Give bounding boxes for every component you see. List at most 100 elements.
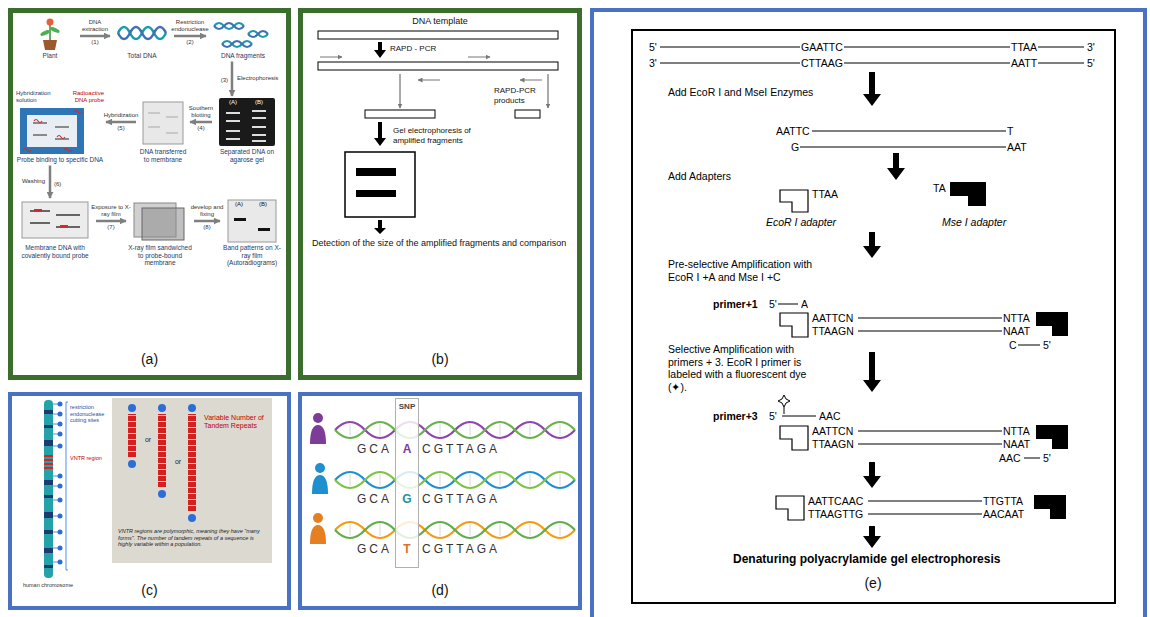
agarose-gel-part-part — [252, 134, 266, 136]
process-step: Total DNA — [112, 16, 172, 60]
vntr-illustration-part — [188, 414, 196, 512]
chromosome-part-part — [44, 512, 53, 518]
chromosome-part-part — [53, 486, 58, 487]
panel-letter: (d) — [302, 582, 578, 598]
sequence-text: AATTCN — [811, 425, 854, 438]
dna-helix-part — [335, 472, 575, 488]
dna-helix-part — [118, 27, 166, 39]
chromosome-part-part — [44, 410, 53, 414]
region-label: VNTR region — [70, 455, 110, 462]
hybridization-bag-part-part — [64, 149, 72, 152]
sequence-text: AAT — [1006, 141, 1028, 154]
panel-frame: (a)PlantTotal DNADNA fragments(A)(B)Sepa… — [8, 8, 291, 380]
probed-membrane-part-part — [56, 226, 80, 228]
lane-label: (B) — [252, 99, 266, 106]
or-text: or — [141, 436, 155, 444]
probed-membrane-part-part — [30, 222, 50, 224]
chromosome-part-part — [44, 530, 53, 534]
agarose-gel — [219, 98, 275, 146]
step-label: RAPD - PCR — [390, 44, 470, 54]
agarose-gel-part-part — [226, 120, 240, 122]
step-caption: Band patterns on X-ray film (Autoradiogr… — [222, 242, 282, 267]
snp-title: SNP — [396, 402, 418, 412]
rapd-drawing-part — [320, 57, 542, 80]
process-step: Membrane DNA with covalently bound probe — [16, 200, 94, 259]
sequence-text: T — [1006, 125, 1014, 138]
dna-strand-part — [812, 131, 1008, 132]
sequence-text: GCA — [340, 542, 392, 556]
step-arrow-part — [863, 352, 881, 392]
dna-helix-part — [335, 472, 575, 488]
step-caption: X-ray film sandwiched to probe-bound mem… — [128, 242, 192, 267]
hybridization-bag-part-part — [23, 149, 31, 152]
probe-label: Radioactive DNA probe — [64, 90, 104, 104]
sequence-text: GCA — [340, 442, 392, 456]
sequence-text: AATTC — [775, 125, 811, 138]
membrane-part-part — [166, 132, 178, 134]
sequence-text: GCA — [340, 492, 392, 506]
process-arrow — [194, 220, 220, 223]
strand-end: 5' — [1086, 57, 1096, 70]
chromosome-part-part — [58, 422, 63, 427]
agarose-gel-part — [226, 110, 266, 142]
dna-fragments — [214, 23, 268, 47]
site-label: restriction endonuclease cutting sites — [70, 404, 110, 424]
chromosome-part-part — [58, 498, 63, 503]
chromosome-part-part — [58, 560, 63, 565]
dna-strand-part — [858, 331, 1002, 332]
step-arrow-part — [863, 462, 881, 488]
hybridization-bag-part — [23, 111, 82, 152]
process-step: (A)(B)Band patterns on X-ray film (Autor… — [222, 200, 282, 267]
panel-frame: (b) — [298, 8, 582, 380]
sequence-text: AAC — [818, 410, 842, 423]
agarose-gel-part-part — [252, 110, 266, 112]
strand-end: 3' — [648, 57, 658, 70]
chromosome-part-part — [53, 516, 58, 517]
dna-fragments-part — [214, 23, 244, 29]
chromosome-part — [44, 410, 53, 568]
person-icons-part — [313, 513, 323, 523]
chromosome-part-part — [58, 474, 63, 479]
sequence-text: TTAAGN — [811, 438, 855, 451]
step-label: Add EcoR I and MseI Enzymes — [668, 86, 813, 99]
step-arrow-part — [863, 232, 881, 258]
plant-picture-part — [43, 40, 57, 50]
arrow-label: Southern blotting — [185, 105, 217, 119]
autoradiogram-part — [228, 200, 276, 242]
rapd-drawing-part — [356, 190, 396, 197]
panel-frame: (c)ororVariable Number of Tandem Repeats… — [8, 392, 291, 610]
step-caption: Probe binding to specific DNA — [16, 154, 104, 164]
agarose-gel-part-part — [226, 138, 240, 140]
strand-end: 5' — [768, 298, 778, 311]
chromosome-label: human chromosome — [20, 582, 76, 589]
chromosome-part-part — [53, 476, 58, 477]
hybridization-bag-part-part — [74, 111, 82, 114]
vntr-illustration-part — [128, 414, 136, 458]
rapd-drawing-part — [515, 110, 540, 118]
ecori-adapter-part — [780, 426, 808, 450]
step-label: Selective Amplification with primers + 3… — [668, 343, 828, 393]
chromosome-part-part — [58, 432, 63, 437]
rapd-drawing-part — [374, 42, 386, 58]
rapd-drawing-part — [374, 122, 386, 146]
agarose-gel-part-part — [252, 117, 266, 119]
agarose-gel-part-part — [252, 126, 266, 128]
rapd-drawing-part-part — [520, 80, 542, 81]
chromosome-part-part — [44, 459, 53, 461]
strand-end: 5' — [1042, 452, 1052, 465]
dna-strand-part — [800, 147, 1008, 148]
sequence-text: AACAAT — [982, 508, 1025, 521]
chromosome-part-part — [44, 455, 53, 457]
membrane-part — [148, 112, 178, 134]
person-icons-part — [313, 413, 323, 423]
arrow-label: Hybridization — [100, 112, 142, 119]
chromosome-part-part — [58, 514, 63, 519]
primer-label: primer+3 — [712, 410, 759, 423]
rapd-drawing-part — [374, 220, 386, 234]
plant-picture-part — [47, 19, 54, 26]
rapd-drawing-part — [356, 168, 396, 176]
snp-base: A — [396, 442, 418, 456]
step-number: (5) — [111, 125, 131, 132]
chromosome-part-part — [53, 562, 58, 563]
autoradiogram-part — [234, 218, 246, 221]
